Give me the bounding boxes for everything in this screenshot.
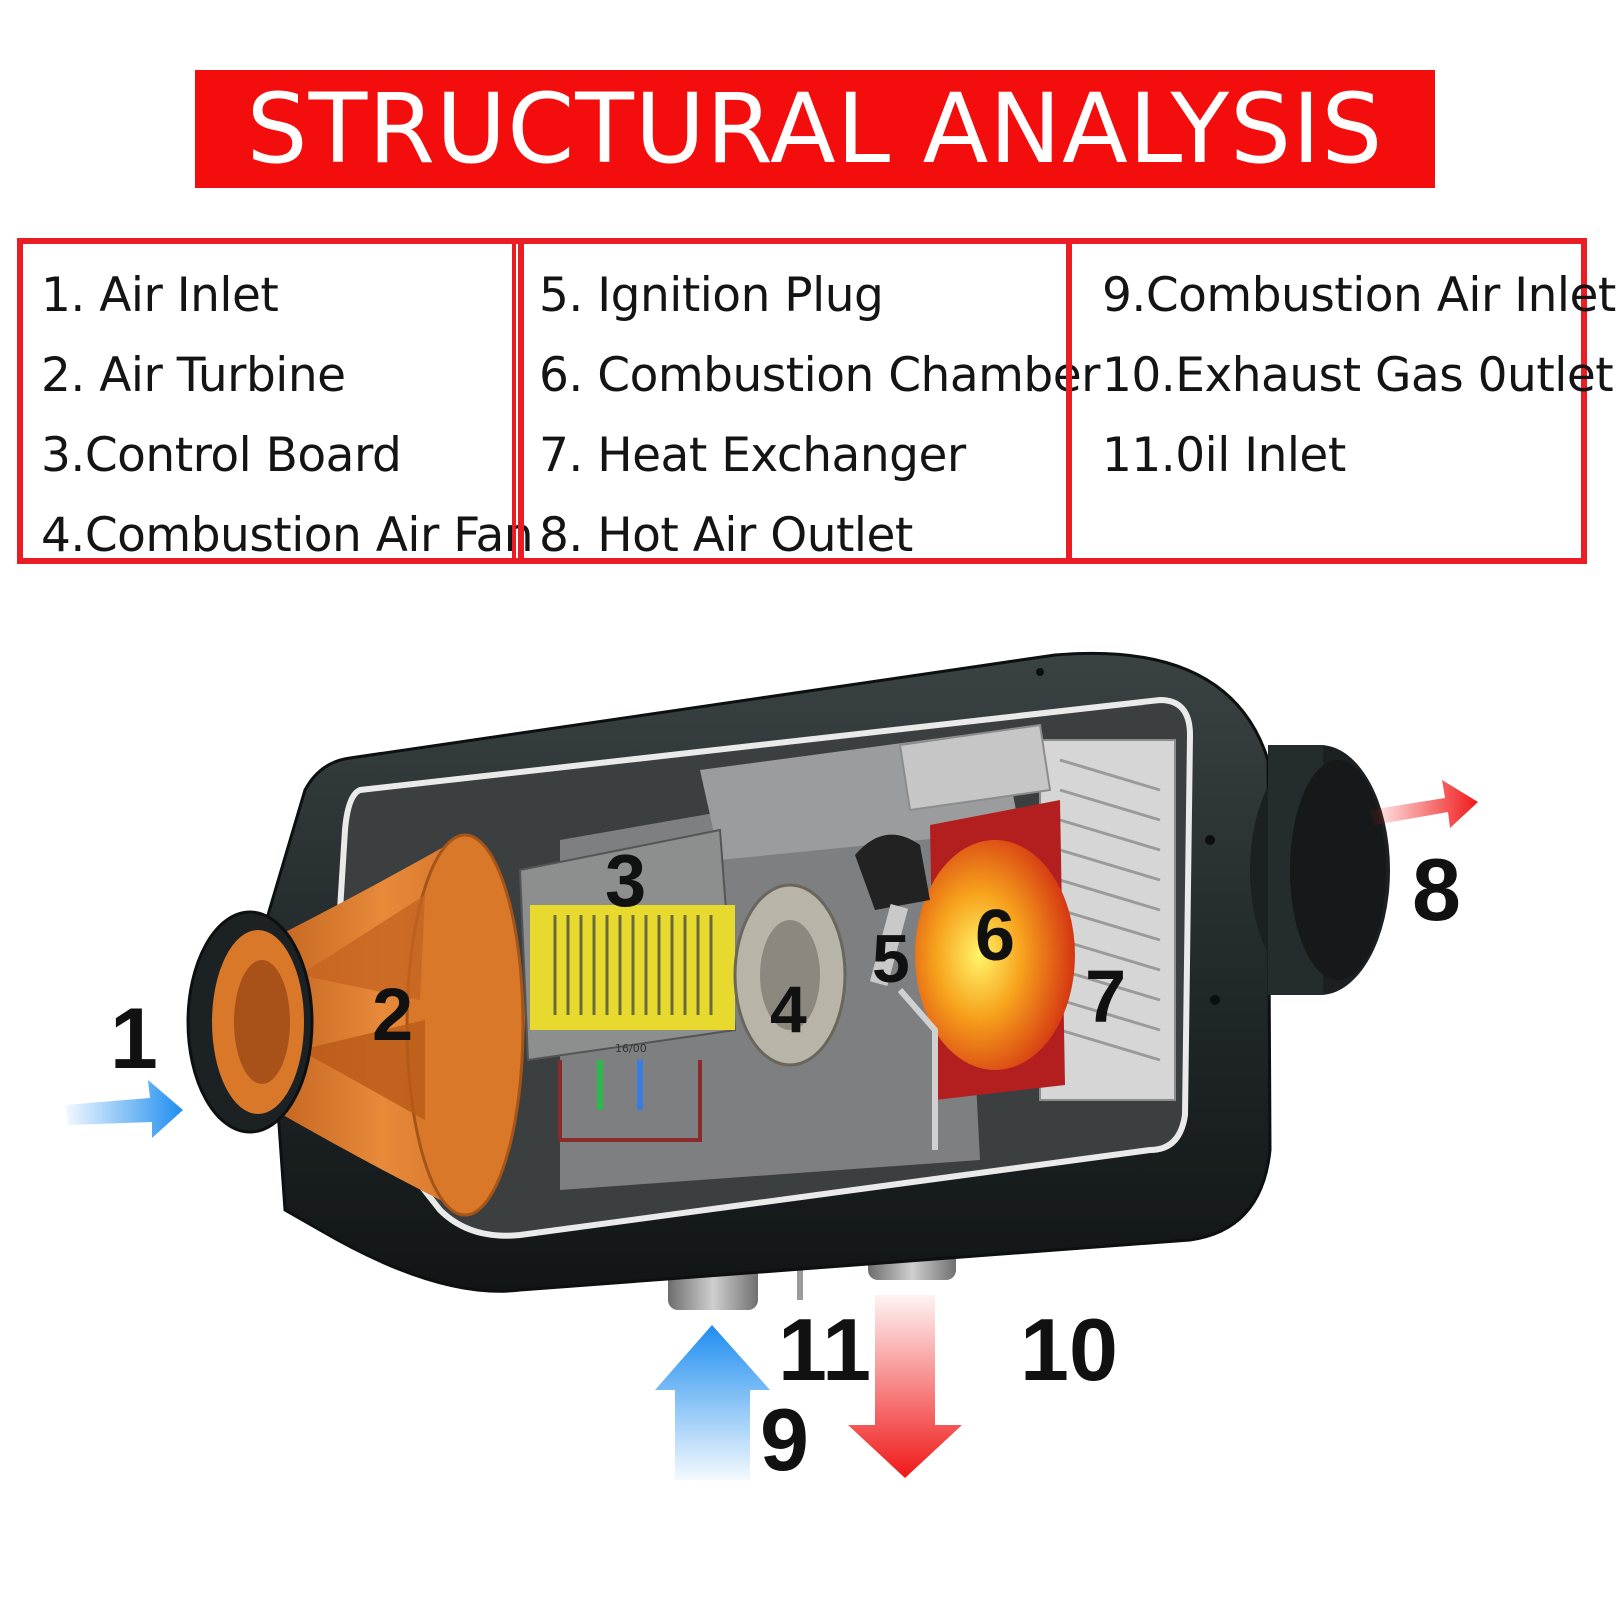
hot-air-outlet-nozzle	[1250, 745, 1390, 995]
legend-column-1: 1. Air Inlet 2. Air Turbine 3.Control Bo…	[23, 244, 534, 563]
control-board: 16/00	[518, 828, 737, 1142]
legend-item-hot-air-outlet: 8. Hot Air Outlet	[539, 508, 913, 563]
ignition-plug	[855, 834, 930, 986]
callout-8: 8	[1412, 840, 1461, 939]
legend-column-3: 9.Combustion Air Inlet 10.Exhaust Gas 0u…	[1066, 244, 1616, 558]
housing-screws	[1036, 668, 1220, 1005]
callout-1: 1	[110, 991, 158, 1087]
board-label: 16/00	[615, 1042, 647, 1055]
legend-table: 1. Air Inlet 2. Air Turbine 3.Control Bo…	[17, 238, 1616, 564]
air-turbine	[240, 833, 525, 1217]
legend-item-air-turbine: 2. Air Turbine	[41, 348, 346, 403]
fuel-line	[897, 988, 938, 1150]
combustion-chamber	[915, 800, 1075, 1100]
callout-11: 11	[778, 1300, 871, 1399]
flame	[915, 840, 1075, 1070]
callout-6: 6	[975, 896, 1015, 976]
combustion-air-inlet-arrow	[655, 1325, 770, 1480]
legend-item-combustion-air-fan: 4.Combustion Air Fan	[41, 508, 534, 563]
title-banner: STRUCTURAL ANALYSIS	[195, 70, 1435, 188]
callout-5: 5	[872, 921, 910, 997]
callout-3: 3	[605, 839, 646, 922]
callout-numbers: 1 2 3 4 5 6 7 8 9 10 11	[110, 839, 1461, 1489]
air-inlet-arrow	[65, 1080, 183, 1138]
legend-item-ignition-plug: 5. Ignition Plug	[539, 268, 884, 323]
legend-item-control-board: 3.Control Board	[41, 428, 402, 483]
legend-column-2: 5. Ignition Plug 6. Combustion Chamber 7…	[518, 244, 1100, 563]
page-title: STRUCTURAL ANALYSIS	[246, 73, 1384, 185]
legend-item-air-inlet: 1. Air Inlet	[41, 268, 279, 323]
legend-item-exhaust-gas-outlet: 10.Exhaust Gas 0utlet	[1102, 348, 1614, 403]
legend-item-heat-exchanger: 7. Heat Exchanger	[539, 428, 966, 483]
callout-9: 9	[760, 1390, 809, 1489]
hot-air-outlet-arrow	[1370, 780, 1478, 828]
air-inlet	[186, 910, 314, 1134]
combustion-air-fan	[733, 883, 847, 1067]
legend-item-oil-inlet: 11.0il Inlet	[1102, 428, 1346, 483]
callout-4: 4	[770, 972, 807, 1046]
callout-7: 7	[1085, 955, 1126, 1038]
flow-arrows	[65, 780, 1478, 1480]
legend-item-combustion-air-inlet: 9.Combustion Air Inlet	[1102, 268, 1616, 323]
callout-10: 10	[1020, 1300, 1118, 1399]
exhaust-gas-arrow	[848, 1295, 962, 1478]
legend-item-combustion-chamber: 6. Combustion Chamber	[539, 348, 1100, 403]
callout-2: 2	[372, 973, 413, 1056]
board-wires	[558, 1060, 702, 1142]
